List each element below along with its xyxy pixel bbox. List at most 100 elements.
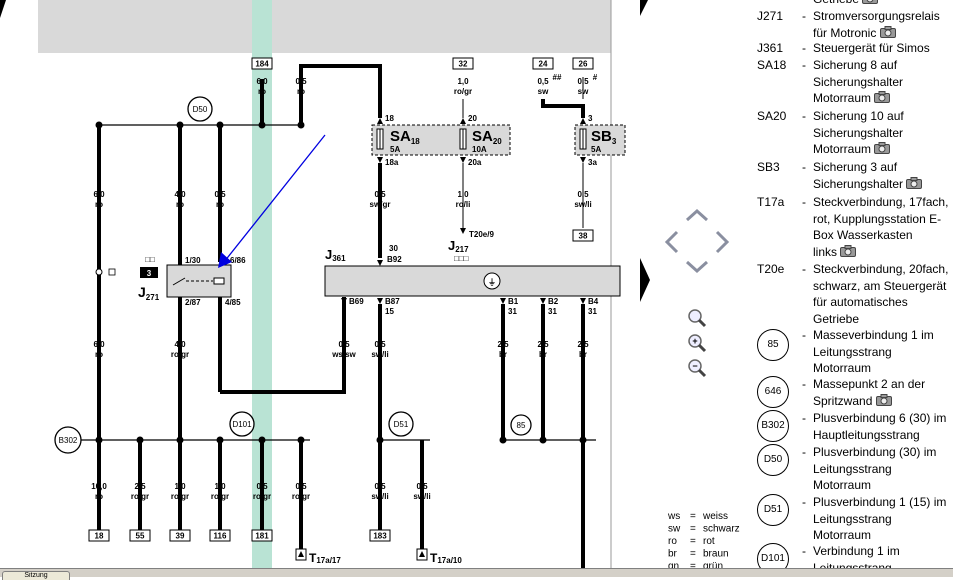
zoom-in-icon-sign: + bbox=[692, 336, 697, 346]
junction-dot bbox=[499, 436, 507, 444]
legend-dash: - bbox=[802, 109, 806, 123]
nav-down-icon[interactable] bbox=[685, 260, 709, 274]
legend-dash: - bbox=[802, 9, 806, 23]
wire-color-label: ro/gr bbox=[131, 492, 149, 501]
fuse-sa20-pin-arrow bbox=[460, 157, 466, 163]
legend-node-circle: D50 bbox=[757, 444, 789, 476]
connector-t17a17-arrow bbox=[298, 551, 304, 557]
node-d101: D101 bbox=[232, 420, 252, 429]
wire-color-label: ro/gr bbox=[454, 87, 472, 96]
legend-code: SA18 bbox=[757, 58, 787, 72]
legend-code: SA20 bbox=[757, 109, 787, 123]
zoom-out-icon[interactable]: − bbox=[688, 359, 707, 378]
node-d101-circle bbox=[229, 411, 255, 437]
wire-color-label: sw/gr bbox=[370, 200, 391, 209]
zoom-in-icon[interactable]: + bbox=[688, 334, 707, 353]
wire-to-sa18 bbox=[299, 64, 382, 125]
terminal-183: 183 bbox=[373, 532, 387, 541]
small-square bbox=[108, 268, 116, 276]
legend-desc: Steuergerät für Simos bbox=[813, 41, 930, 55]
node-b302-circle bbox=[54, 426, 82, 454]
connector-t17a10-arrow bbox=[419, 551, 425, 557]
wire-color-label: ro bbox=[216, 200, 224, 209]
camera-icon[interactable] bbox=[874, 142, 891, 154]
relay-pin-1-30: 1/30 bbox=[185, 256, 201, 265]
relay-index: 271 bbox=[146, 293, 160, 302]
wire-size-label: 1,0 bbox=[457, 190, 469, 199]
wire-color-label: sw/li bbox=[371, 492, 388, 501]
relay-pin-6-86: 6/86 bbox=[230, 256, 246, 265]
camera-icon[interactable] bbox=[879, 25, 896, 38]
relay-symbols: □□ bbox=[145, 255, 155, 264]
relay-slot-box bbox=[140, 267, 158, 278]
nav-up-icon[interactable] bbox=[685, 208, 709, 222]
legend-desc: Sicherung 8 auf Sicherungshalter Motorra… bbox=[813, 58, 904, 105]
camera-icon[interactable] bbox=[906, 176, 923, 189]
terminal-32-box bbox=[452, 57, 474, 70]
fuse-sa20-in-pin: 20 bbox=[468, 114, 477, 123]
wire-color-label: br bbox=[579, 350, 587, 359]
wire-color-label: br bbox=[499, 350, 507, 359]
ecu-label: J361 bbox=[325, 247, 346, 263]
junction-dot bbox=[297, 121, 305, 129]
legend-code: SB3 bbox=[757, 160, 780, 174]
wire-size-label: 0,5 bbox=[374, 340, 386, 349]
color-name: rot bbox=[703, 536, 715, 547]
wire-size-label: 2,5 bbox=[577, 340, 589, 349]
j217-arrow bbox=[460, 228, 466, 234]
terminal-38-box bbox=[572, 229, 594, 242]
node-d50-circle bbox=[187, 96, 213, 122]
terminal-18-box bbox=[88, 529, 110, 542]
wire-size-label: 0,5 bbox=[537, 77, 549, 86]
node-d50: D50 bbox=[193, 105, 208, 114]
legend-partial-text: Getriebe bbox=[813, 0, 953, 8]
legend-code: T20e bbox=[757, 262, 785, 276]
ecu-pin-arrow bbox=[377, 298, 383, 304]
legend-desc: Steckverbindung, 20fach, schwarz, am Ste… bbox=[813, 262, 949, 326]
color-abbr: sw bbox=[668, 524, 681, 535]
nav-right-icon[interactable] bbox=[715, 230, 730, 254]
ecu-index: 361 bbox=[332, 254, 346, 263]
ecu-pin-sub: 31 bbox=[508, 307, 517, 316]
node-85-circle bbox=[510, 414, 532, 436]
wire-size-label: 0,5 bbox=[374, 482, 386, 491]
j217-index: 217 bbox=[455, 245, 469, 254]
terminal-26: 26 bbox=[579, 60, 588, 69]
legend-dash: - bbox=[802, 544, 806, 558]
camera-icon[interactable] bbox=[840, 244, 857, 257]
relay-pin-2-87: 2/87 bbox=[185, 298, 201, 307]
camera-icon[interactable] bbox=[875, 393, 892, 406]
ecu-pin-arrow bbox=[341, 298, 347, 304]
legend-desc: Plusverbindung (30) im Leitungsstrang Mo… bbox=[813, 445, 937, 492]
camera-icon[interactable] bbox=[874, 91, 891, 103]
wire-color-label: ro bbox=[95, 350, 103, 359]
ecu-pin-arrow bbox=[540, 298, 546, 304]
legend-desc: Masseverbindung 1 im Leitungsstrang Moto… bbox=[813, 328, 934, 375]
camera-icon[interactable] bbox=[862, 0, 879, 4]
nav-left-icon[interactable] bbox=[664, 230, 679, 254]
color-abbr: ro bbox=[668, 536, 677, 547]
ecu-pin-name: B4 bbox=[588, 297, 599, 306]
wire-color-label: ro bbox=[95, 200, 103, 209]
wire-size-label: 6,0 bbox=[93, 340, 105, 349]
color-abbr: br bbox=[668, 549, 678, 560]
zoom-fit-icon[interactable] bbox=[688, 309, 707, 328]
node-b302: B302 bbox=[59, 436, 78, 445]
wire-size-label: 1,0 bbox=[214, 482, 226, 491]
wire-color-label: ro/gr bbox=[253, 492, 271, 501]
legend-dash: - bbox=[802, 495, 806, 509]
wire-color-label: sw/li bbox=[574, 200, 591, 209]
legend-code: J271 bbox=[757, 9, 784, 23]
connector-t17a10-label: T17a/10 bbox=[430, 551, 462, 565]
fuse-sb3-pin-arrow bbox=[580, 157, 586, 163]
junction-dot bbox=[579, 436, 587, 444]
wire-color-label: ws/sw bbox=[331, 350, 356, 359]
fuse-sa20-out-pin: 20a bbox=[468, 158, 482, 167]
terminal-38: 38 bbox=[579, 232, 588, 241]
relay-coil bbox=[213, 277, 225, 285]
wire-size-label: 6,0 bbox=[93, 190, 105, 199]
legend-code: T17a bbox=[757, 195, 785, 209]
fuse-sb3-label: SB3 bbox=[591, 128, 617, 146]
wire-size-label: 0,5 bbox=[256, 482, 268, 491]
